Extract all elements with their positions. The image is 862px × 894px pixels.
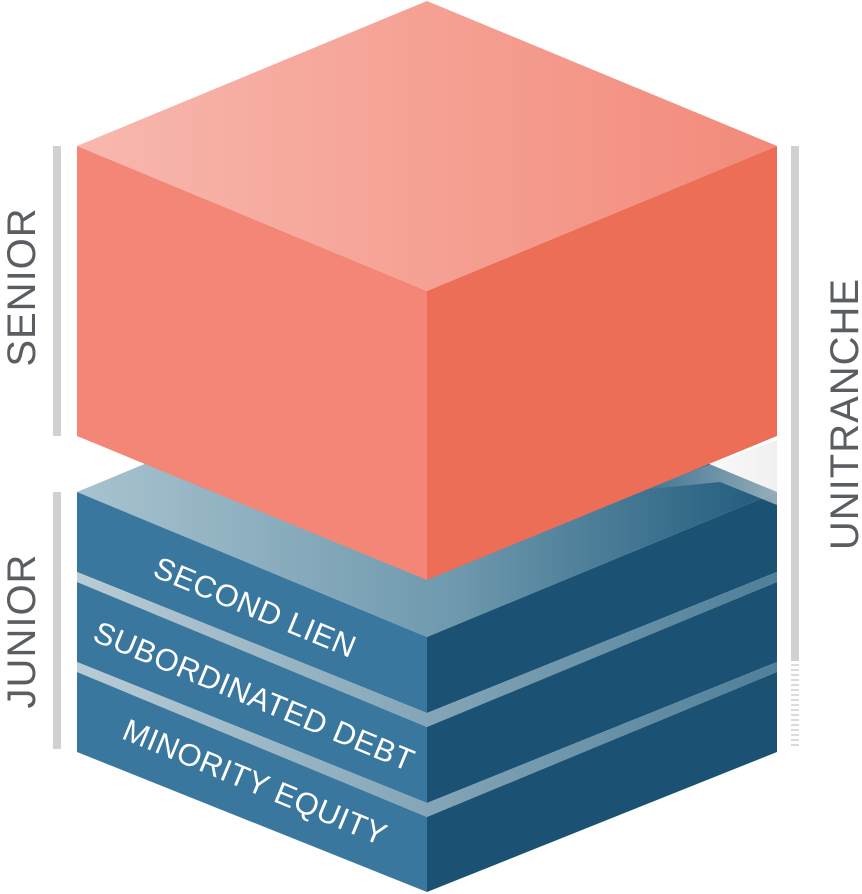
unitranche-bracket-fade: [791, 664, 799, 746]
second-lien-side: [427, 492, 777, 713]
subordinated-debt-front: [77, 582, 427, 803]
senior-shadow: [640, 440, 777, 505]
unitranche-label: UNITRANCHE: [823, 278, 862, 550]
subordinated-debt-side: [427, 582, 777, 803]
minority-equity-front: [77, 672, 427, 892]
senior-label: SENIOR: [0, 207, 44, 366]
unitranche-bracket: [791, 146, 799, 661]
senior-front-face: [77, 146, 427, 580]
second-lien-front: [77, 492, 427, 713]
minority-equity-side: [427, 672, 777, 892]
senior-block: [77, 1, 777, 580]
senior-bracket: [53, 146, 61, 436]
junior-label: JUNIOR: [0, 554, 44, 709]
layer-second-lien: [77, 492, 777, 713]
senior-side-face: [427, 146, 777, 580]
layer-subordinated-debt: [77, 582, 777, 803]
layer-minority-equity: [77, 672, 777, 892]
junior-bracket: [53, 492, 61, 749]
junior-block: SECOND LIEN SUBORDINATED DEBT MINORITY E…: [77, 347, 777, 892]
